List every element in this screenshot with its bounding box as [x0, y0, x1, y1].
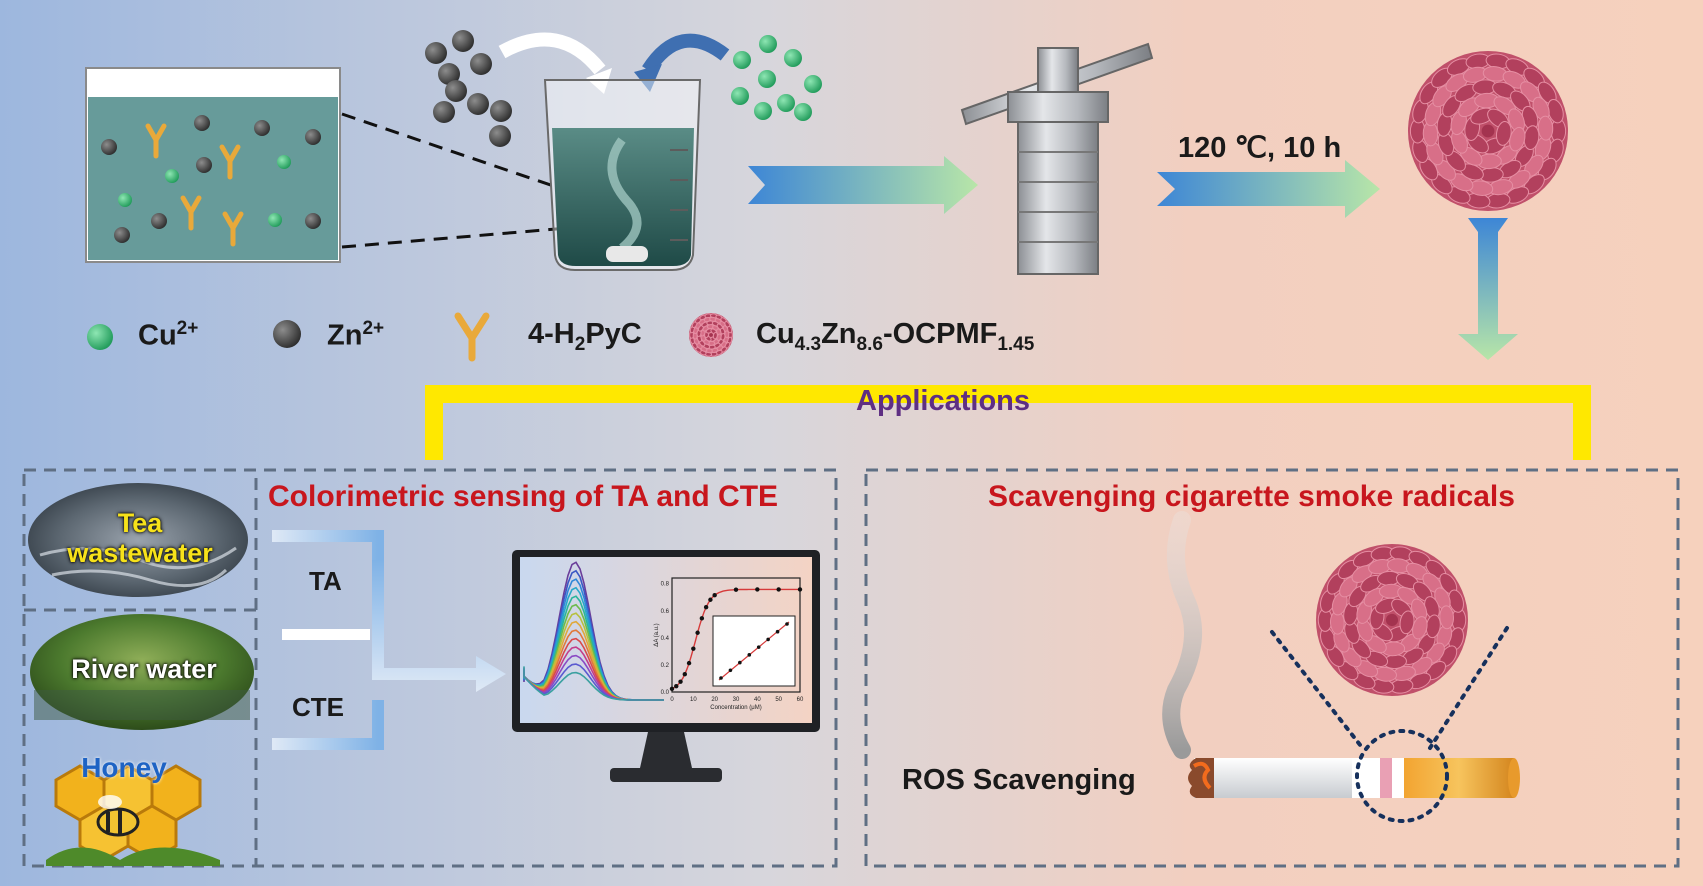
scavenging-title: Scavenging cigarette smoke radicals: [988, 480, 1515, 513]
legend-product-symbol: [689, 313, 733, 357]
honey-image: [46, 764, 220, 866]
inset-linear-point: [728, 668, 733, 673]
inset-point: [686, 660, 692, 666]
inset-point: [674, 683, 679, 689]
inset-point: [699, 616, 705, 621]
inset-xtick: 0: [670, 697, 674, 703]
legend-ligand-part2: PyC: [585, 318, 642, 350]
reaction-container: [85, 67, 341, 263]
inset-point: [669, 686, 675, 692]
magnify-circle: [1355, 729, 1449, 823]
zoom-lines: [341, 112, 581, 249]
legend-product-zn: Zn: [821, 318, 857, 350]
process-arrow-2: [1157, 160, 1380, 218]
legend-product-ocpmf: -OCPMF: [882, 318, 998, 350]
inset-ytick: 0.2: [661, 663, 670, 669]
analyte-ta-label: TA: [309, 566, 342, 596]
legend-product-cu-sub: 4.3: [794, 333, 822, 355]
inset-point: [682, 672, 687, 677]
inset-point: [776, 587, 781, 592]
inset-linear-point: [756, 645, 761, 649]
inset-point: [678, 679, 683, 684]
inset-linear-point: [766, 637, 770, 642]
applications-label: Applications: [856, 385, 1031, 417]
river-water-label: River water: [71, 654, 217, 684]
inset-ytick: 0.4: [661, 636, 670, 642]
tea-wastewater-image: [28, 483, 248, 597]
inset-point: [691, 646, 696, 651]
legend-zn-symbol: [273, 320, 301, 348]
legend-ligand-sub: 2: [574, 333, 586, 355]
flower-microsphere-bottom: [1316, 544, 1468, 696]
process-arrow-3: [1458, 218, 1518, 360]
pour-arrow-left: [498, 32, 606, 75]
inset-linear-point: [775, 629, 780, 634]
honey-label: Honey: [81, 752, 167, 783]
autoclave: [960, 42, 1154, 275]
beaker: [543, 79, 702, 271]
inset-ytick: 0.0: [661, 690, 670, 696]
legend-zn-ion: Zn: [327, 319, 363, 352]
legend-product-cu: Cu: [756, 318, 795, 350]
inset-xtick: 30: [733, 697, 740, 703]
zn-ions-cluster: [425, 30, 512, 147]
legend-ligand-label: 4-H2PyC: [528, 318, 642, 356]
inset-xtick: 20: [711, 697, 718, 703]
legend-cu-ion: Cu: [138, 319, 177, 352]
legend-product-ocpmf-sub: 1.45: [997, 333, 1035, 355]
smoke-plume: [1162, 511, 1203, 759]
sensing-panel-border: [22, 468, 838, 868]
cu-ions-cluster: [731, 35, 822, 121]
uv-vis-spectra: [523, 561, 664, 701]
process-arrow-1: [748, 156, 978, 214]
cigarette: [1188, 758, 1520, 798]
legend-cu-symbol: [87, 324, 113, 350]
inset-linear-point: [738, 660, 742, 665]
legend-product-zn-sub: 8.6: [856, 333, 883, 355]
inset-linear-point: [719, 676, 723, 680]
inset-xtick: 50: [775, 697, 782, 703]
inset-linear-point: [785, 622, 789, 626]
tea-label-line1: Tea: [117, 508, 163, 538]
inset-xlabel: Concentration (μM): [710, 705, 761, 711]
inset-point: [797, 587, 803, 592]
legend-product-label: Cu4.3Zn8.6-OCPMF1.45: [756, 318, 1034, 356]
reaction-condition-label: 120 ℃, 10 h: [1178, 132, 1342, 164]
calibration-inset-chart: 0 10 20 30 40 50 60 0.0 0.2 0.4 0.6 0.8Concentratio…: [654, 577, 804, 711]
inset-point: [703, 604, 709, 610]
analyte-cte-label: CTE: [292, 692, 344, 722]
inset-point: [712, 593, 717, 598]
applications-bracket: [425, 385, 1591, 460]
pour-arrow-right: [642, 33, 730, 74]
legend-ligand-part1: 4-H: [528, 318, 575, 350]
inset-ylabel: ΔA (a.u.): [654, 623, 660, 646]
monitor: [512, 550, 820, 782]
scavenging-panel-border: [864, 468, 1680, 868]
flower-microsphere-top: [1408, 51, 1568, 211]
inset-xtick: 10: [690, 697, 697, 703]
magnify-lines: [1270, 626, 1509, 752]
legend-zn-charge: 2+: [362, 318, 385, 339]
sensing-title: Colorimetric sensing of TA and CTE: [268, 480, 779, 513]
legend-cu-charge: 2+: [176, 318, 199, 339]
inset-point: [733, 587, 739, 592]
inset-point: [695, 630, 700, 635]
ros-scavenging-label: ROS Scavenging: [902, 764, 1136, 796]
inset-xtick: 40: [754, 697, 761, 703]
legend-zn-label: Zn2+: [327, 318, 384, 353]
analyte-bracket: [272, 530, 506, 750]
inset-point: [755, 587, 760, 592]
inset-xtick: 60: [797, 697, 804, 703]
inset-ytick: 0.6: [661, 609, 670, 615]
legend-ligand-symbol: [454, 312, 490, 362]
inset-linear-point: [747, 653, 752, 657]
inset-ytick: 0.8: [661, 582, 670, 588]
pour-arrow-right-head: [634, 64, 662, 92]
tea-label-line2: wastewater: [67, 538, 213, 568]
inset-point: [708, 597, 713, 602]
legend-cu-label: Cu2+: [138, 318, 198, 353]
